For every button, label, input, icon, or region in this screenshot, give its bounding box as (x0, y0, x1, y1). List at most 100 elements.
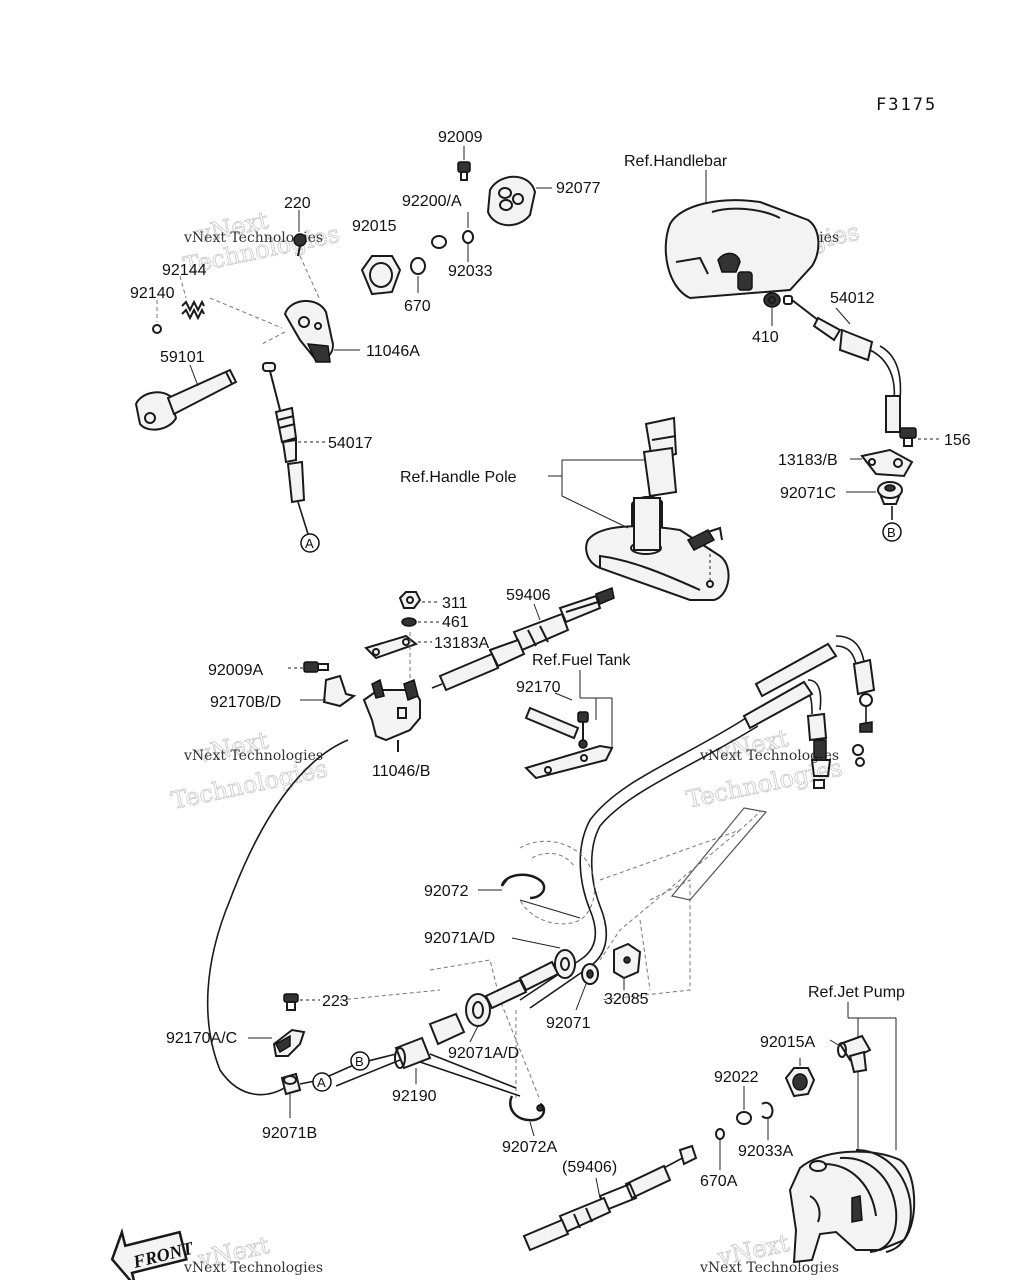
svg-text:A: A (317, 1075, 326, 1090)
label-92009a: 92009A (208, 662, 263, 679)
handlebar-group (664, 170, 940, 520)
label-92071b: 92071B (262, 1125, 317, 1142)
label-59406: 59406 (506, 587, 551, 604)
cover-plate-92077 (486, 175, 537, 227)
nut-92015 (360, 255, 402, 296)
label-92015a: 92015A (760, 1034, 815, 1051)
label-92022: 92022 (714, 1069, 759, 1086)
watermark-group: vNext Technologies vNext Technologies vN… (168, 204, 862, 1276)
label-92072: 92072 (424, 883, 469, 900)
throttle-shaft-59101 (134, 368, 238, 431)
label-11046b: 11046/B (372, 763, 430, 780)
label-59406-parenthesized: (59406) (562, 1159, 617, 1176)
label-223: 223 (322, 993, 349, 1010)
spring-92144 (181, 299, 205, 321)
fuel-tank-bracket-92170 (524, 706, 614, 780)
main-cable-routing (519, 635, 876, 1009)
throttle-lever-assembly (134, 146, 552, 535)
label-670: 670 (404, 298, 431, 315)
label-92170ac: 92170A/C (166, 1030, 237, 1047)
svg-text:B: B (355, 1054, 364, 1069)
label-92071ad-1: 92071A/D (424, 930, 495, 947)
label-59101: 59101 (160, 349, 205, 366)
pipe-92190 (394, 960, 560, 1070)
washer-92022 (736, 1111, 752, 1125)
label-92033: 92033 (448, 263, 493, 280)
grommet-92071ad-lower (465, 993, 491, 1027)
oring-670 (410, 257, 426, 275)
label-92170bd: 92170B/D (210, 694, 281, 711)
clip-92072a (509, 1095, 546, 1122)
handle-pole (585, 416, 730, 601)
label-92071: 92071 (546, 1015, 591, 1032)
label-54017: 54017 (328, 435, 373, 452)
label-220: 220 (284, 195, 311, 212)
label-54012: 54012 (830, 290, 875, 307)
watermark-text: vNext Technologies (183, 748, 323, 764)
label-13183b: 13183/B (778, 452, 838, 469)
svg-text:A: A (305, 536, 314, 551)
elbow-fitting (837, 1034, 872, 1074)
label-ref-handle-pole: Ref.Handle Pole (400, 469, 517, 486)
grommet-92071c (877, 481, 903, 505)
hull-outline (339, 807, 768, 1101)
oring-670a (715, 1128, 725, 1140)
label-92144: 92144 (162, 262, 207, 279)
diagram-code: F3175 (876, 95, 937, 115)
nut-311 (398, 591, 422, 609)
label-ref-jet-pump: Ref.Jet Pump (808, 984, 905, 1001)
bracket-13183b (860, 448, 914, 478)
watermark-text: vNext Technologies (699, 1260, 839, 1276)
label-92071c: 92071C (780, 485, 836, 502)
label-461: 461 (442, 614, 469, 631)
steering-cable-59406 (431, 586, 615, 692)
bolt-156 (899, 427, 917, 447)
grommet-92071 (581, 963, 599, 985)
grommet-92071ad-upper (554, 949, 576, 979)
circlip-92033a (761, 1101, 774, 1119)
marker-b-bottom: B (350, 1051, 370, 1071)
watermark-text: vNext Technologies (699, 748, 839, 764)
clip-92072 (500, 873, 546, 900)
label-32085: 32085 (604, 991, 649, 1008)
label-11046a: 11046A (366, 343, 420, 360)
label-92170: 92170 (516, 679, 561, 696)
clamp-92170bd (322, 674, 357, 708)
label-92033a: 92033A (738, 1143, 793, 1160)
washer-410 (763, 292, 781, 308)
label-ref-fuel-tank: Ref.Fuel Tank (532, 652, 631, 669)
holder-32085 (613, 942, 642, 980)
bolt-223 (283, 993, 299, 1011)
label-92015: 92015 (352, 218, 397, 235)
label-410: 410 (752, 329, 779, 346)
bracket-11046b (362, 678, 421, 752)
bracket-13183a (364, 634, 419, 660)
label-92009: 92009 (438, 129, 483, 146)
label-92190: 92190 (392, 1088, 437, 1105)
clamp-92170ac (272, 1028, 306, 1057)
label-13183a: 13183A (434, 635, 489, 652)
marker-a-top: A (300, 533, 320, 553)
handlebar-housing (664, 199, 820, 300)
label-156: 156 (944, 432, 971, 449)
watermark-text: vNext Technologies (183, 1260, 323, 1276)
circlip-92033 (462, 230, 474, 244)
nut-92015a (784, 1067, 816, 1098)
label-92140: 92140 (130, 285, 175, 302)
label-311: 311 (442, 595, 468, 612)
label-92071ad-2: 92071A/D (448, 1045, 519, 1062)
part-labels: 92009 92077 92200/A 220 92015 92033 9214… (130, 129, 971, 1190)
label-92072a: 92072A (502, 1139, 557, 1156)
watermark-text: vNext Technologies (183, 230, 323, 246)
cable-54012 (783, 295, 902, 433)
bolt-92009a (303, 661, 329, 673)
jet-pump-housing (788, 1149, 916, 1264)
washer-92200a (431, 235, 447, 249)
grommet-92071b (280, 1072, 302, 1096)
screw-220 (293, 233, 307, 257)
left-cable-loop (206, 739, 521, 1097)
label-92200a: 92200/A (402, 193, 462, 210)
steering-cable-59406-lower (522, 1144, 698, 1252)
label-92077: 92077 (556, 180, 601, 197)
